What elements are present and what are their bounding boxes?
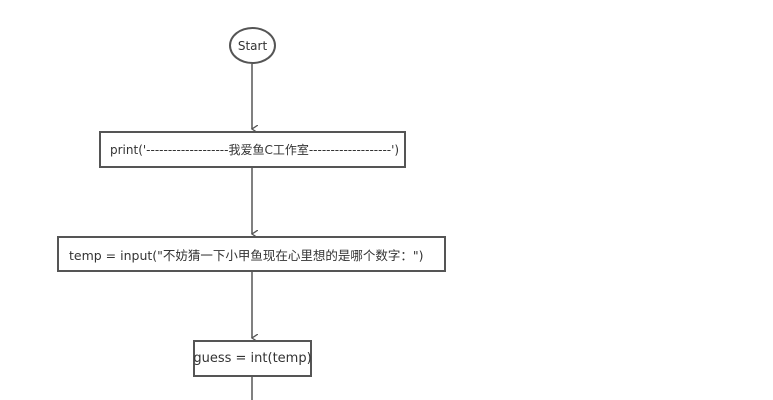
print-statement-label: print('-------------------我爱鱼C工作室-------… — [110, 143, 400, 157]
print-process-node: print('-------------------我爱鱼C工作室-------… — [99, 131, 406, 168]
start-label: Start — [237, 38, 268, 53]
input-process-node: temp = input("不妨猜一下小甲鱼现在心里想的是哪个数字：") — [57, 236, 446, 272]
guess-process-node: guess = int(temp) — [193, 340, 312, 377]
start-terminal-node: Start — [229, 27, 276, 64]
input-statement-label: temp = input("不妨猜一下小甲鱼现在心里想的是哪个数字：") — [69, 247, 424, 263]
guess-statement-label: guess = int(temp) — [193, 351, 312, 366]
